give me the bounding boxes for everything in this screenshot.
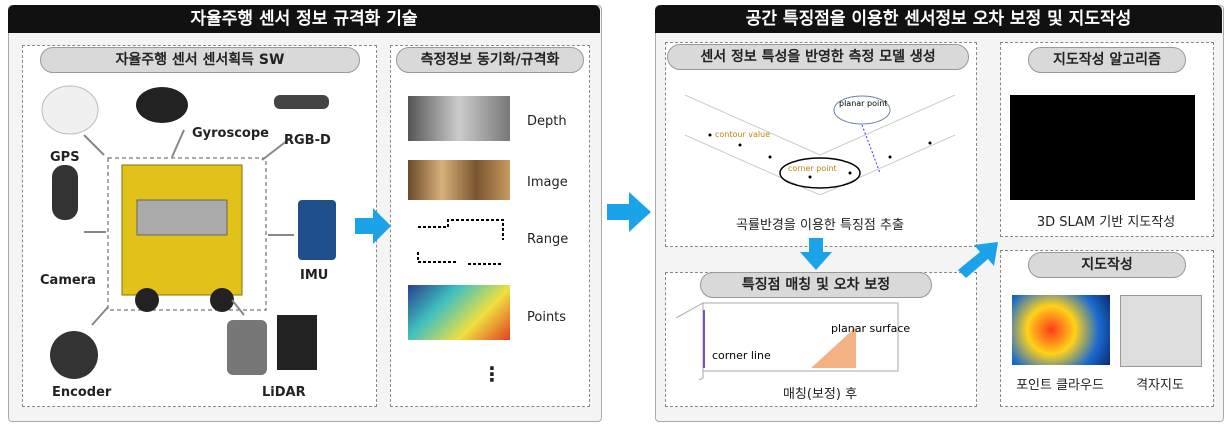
- more-indicator: ⋮: [482, 362, 502, 386]
- points-image: [408, 285, 510, 340]
- range-scan-image: [417, 219, 504, 265]
- slam-box-title: 지도작성 알고리즘: [1028, 47, 1186, 73]
- sensor-label-rgbd: RGB-D: [284, 133, 331, 148]
- sensor-label-gyroscope: Gyroscope: [192, 126, 269, 141]
- sensor-box-title: 자율주행 센서 센서획득 SW: [40, 47, 360, 73]
- contour-value-label: contour value: [715, 130, 771, 139]
- arrow-diagonal-icon: [958, 242, 998, 278]
- sensor-illustrations: [41, 85, 336, 379]
- panorama-image: [408, 160, 510, 200]
- sync-item-depth: Depth: [527, 114, 567, 129]
- model-box-title: 센서 정보 특성을 반영한 측정 모델 생성: [667, 44, 969, 70]
- sync-box-title: 측정정보 동기화/규격화: [396, 47, 584, 73]
- sensor-label-camera: Camera: [40, 273, 96, 288]
- sensor-label-lidar: LiDAR: [262, 385, 306, 400]
- point-cloud-caption: 포인트 클라우드: [1016, 378, 1104, 393]
- planar-surface-label: planar surface: [831, 322, 911, 335]
- feature-extraction-diagram: [684, 95, 956, 195]
- depth-image: [408, 96, 510, 141]
- grid-map-image: [1120, 295, 1202, 367]
- map-box-title: 지도작성: [1028, 252, 1186, 278]
- sync-item-image: Image: [527, 175, 568, 190]
- matching-diagram: [676, 302, 899, 380]
- arrow-right-icon: [355, 208, 391, 244]
- corner-point-label: corner point: [788, 164, 837, 173]
- left-panel-title: 자율주행 센서 정보 규격화 기술: [8, 5, 600, 33]
- sync-item-points: Points: [527, 310, 567, 325]
- sensor-label-gps: GPS: [50, 150, 80, 165]
- sync-item-range: Range: [527, 232, 569, 247]
- model-box-caption: 곡률반경을 이용한 특징점 추출: [736, 218, 904, 233]
- point-cloud-image: [1012, 295, 1110, 365]
- sensor-label-imu: IMU: [300, 268, 329, 283]
- arrow-down-icon: [800, 238, 832, 270]
- sensor-label-encoder: Encoder: [52, 385, 112, 400]
- model-box: [665, 42, 977, 247]
- grid-map-caption: 격자지도: [1136, 378, 1184, 393]
- right-panel-title: 공간 특징점을 이용한 센서정보 오차 보정 및 지도작성: [655, 5, 1222, 33]
- planar-point-label: planar point: [839, 99, 888, 108]
- arrow-right-icon: [607, 192, 651, 232]
- matching-box-caption: 매칭(보정) 후: [782, 387, 858, 402]
- slam-box-caption: 3D SLAM 기반 지도작성: [1036, 215, 1176, 230]
- corner-line-label: corner line: [712, 349, 771, 362]
- matching-box-title: 특징점 매칭 및 오차 보정: [700, 272, 932, 298]
- slam-result-image: [1010, 95, 1195, 200]
